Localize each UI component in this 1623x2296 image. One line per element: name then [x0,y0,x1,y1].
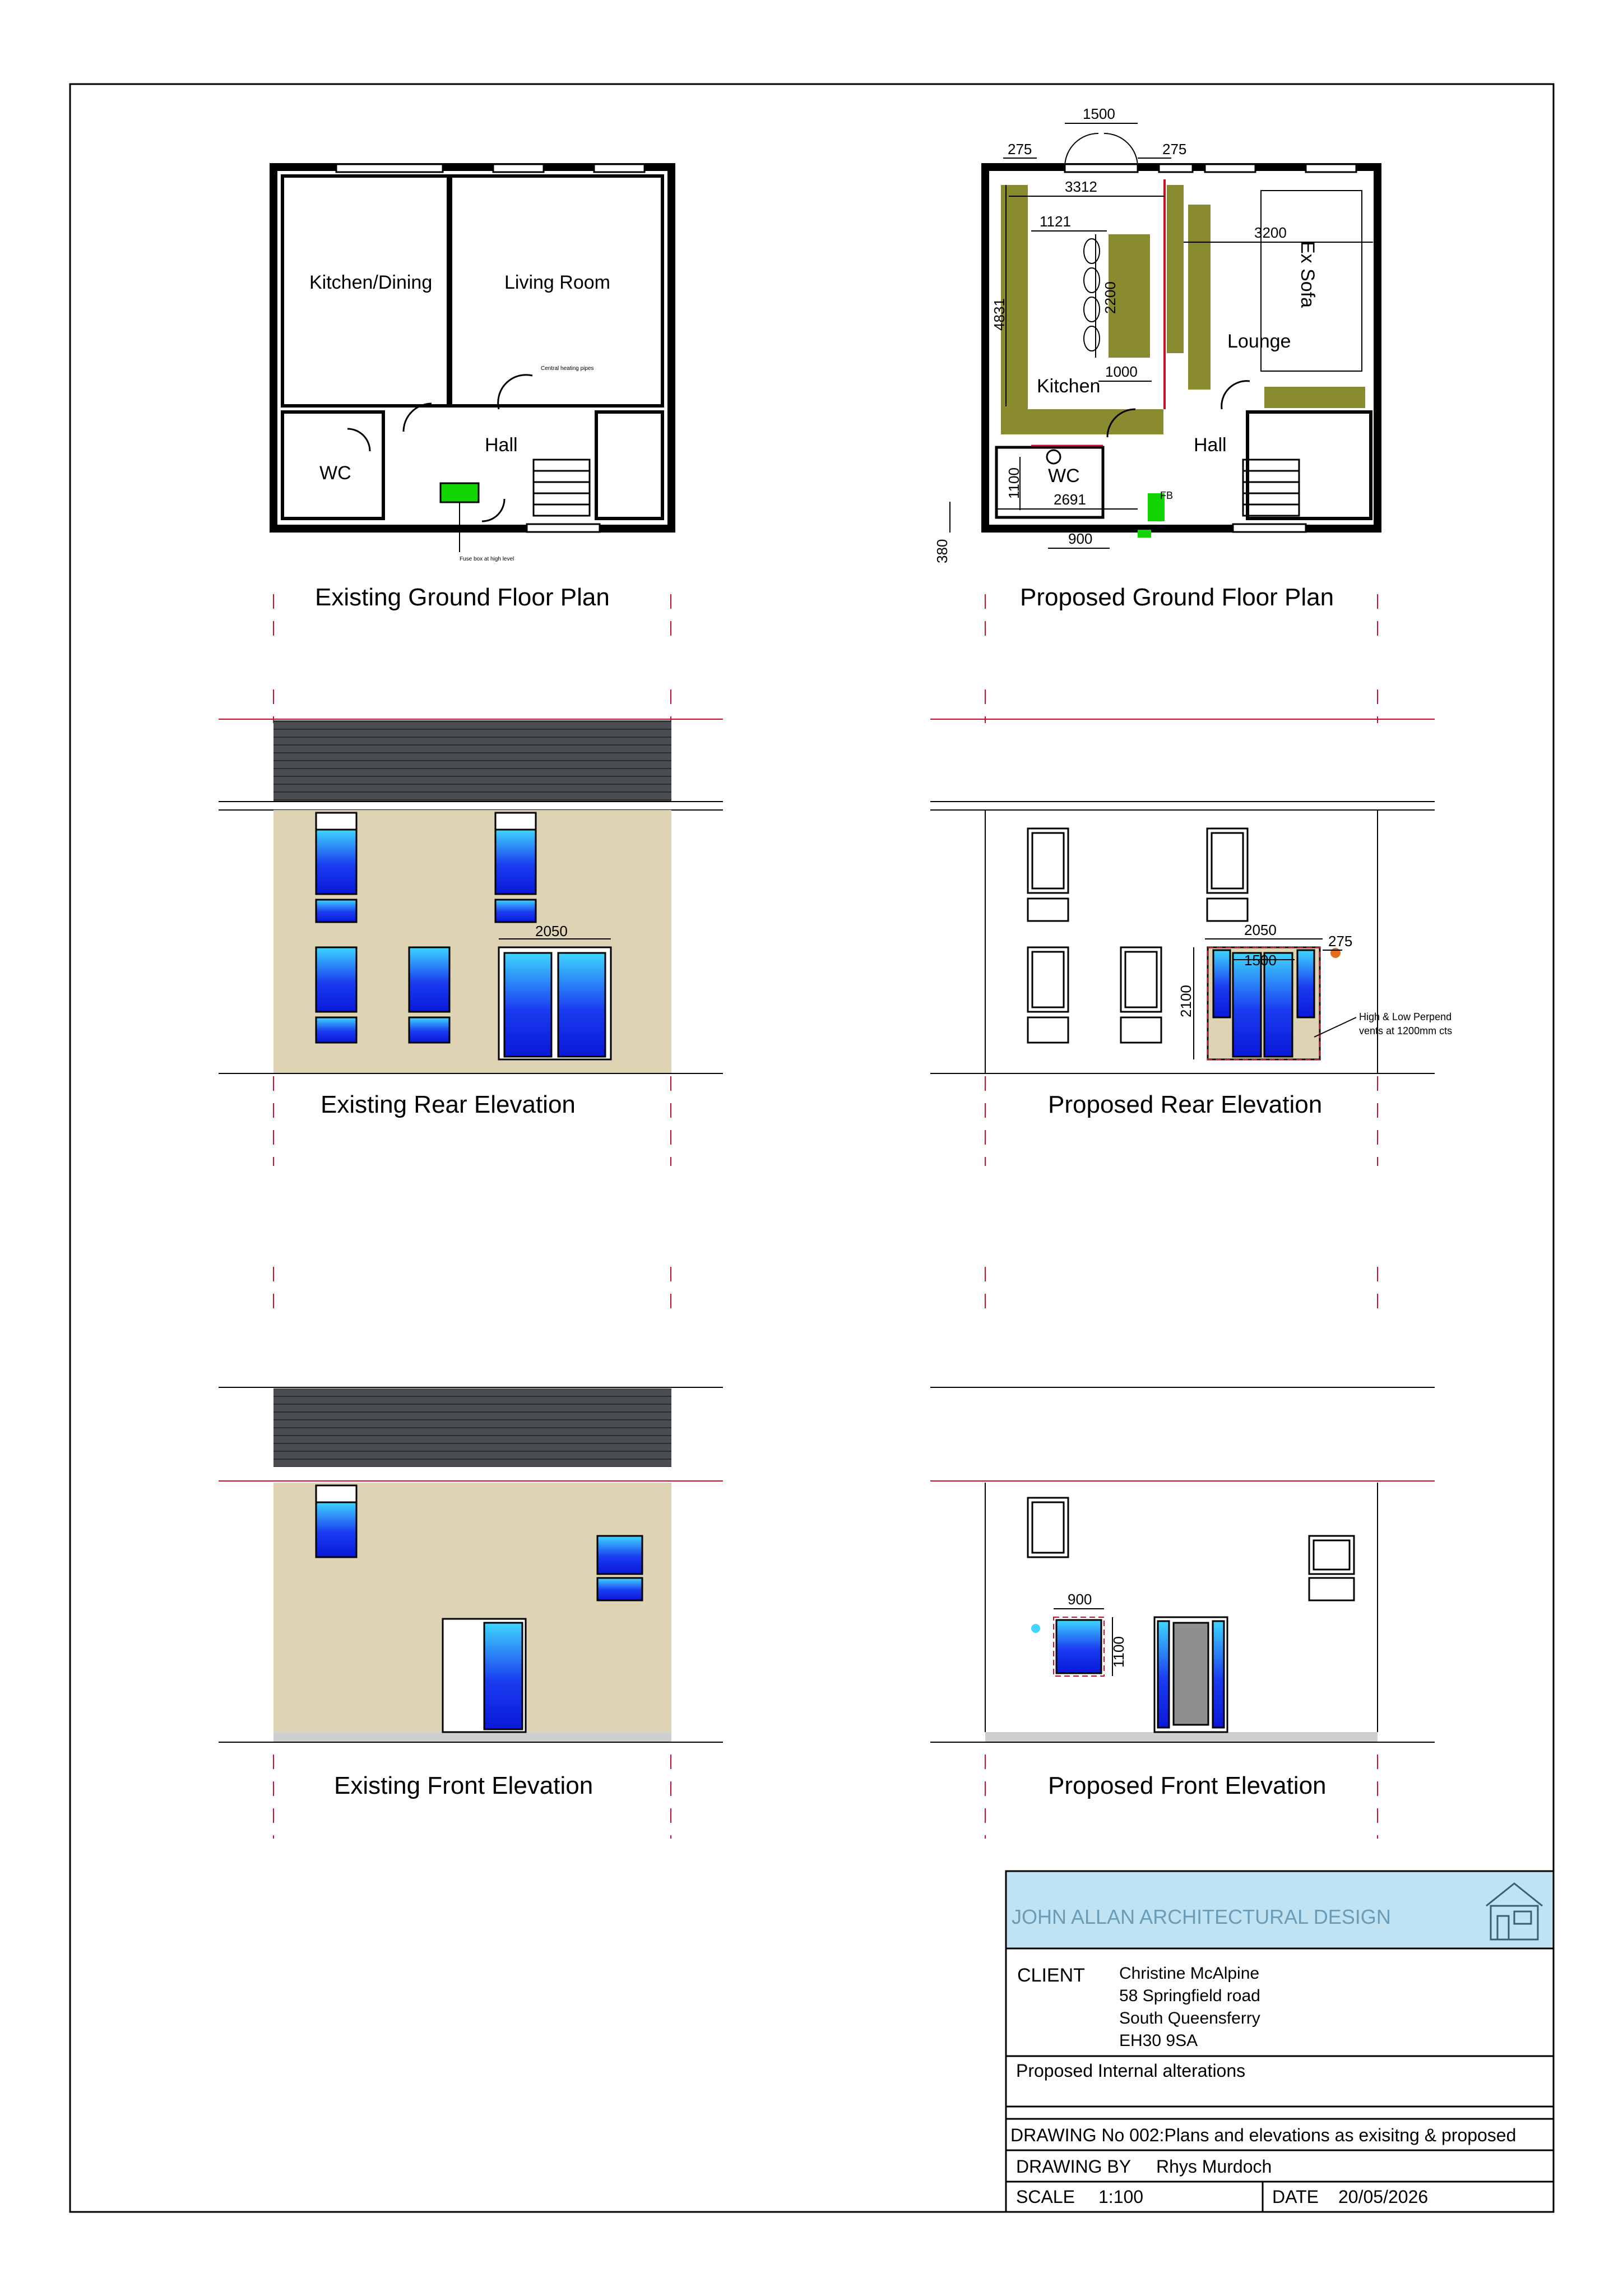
dim-2050-existing-rear: 2050 [535,923,568,939]
proposed-front-elevation: 900 1100 [930,1387,1435,1743]
client-line-2: 58 Springfield road [1119,1987,1260,2005]
proposed-ground-floor-plan: Ex Sofa FB [934,105,1381,563]
existing-ground-floor-plan: Kitchen/Dining Living Room Hall WC Centr… [270,163,675,562]
room-label-living-room: Living Room [504,272,610,293]
sheet-border [69,83,1555,2213]
room-label-wc-proposed: WC [1048,465,1080,487]
title-proposed-rear-elevation: Proposed Rear Elevation [1048,1091,1322,1118]
note-fuse-box: Fuse box at high level [460,556,514,562]
dim-3312: 3312 [1065,178,1097,195]
drawing-by-name: Rhys Murdoch [1156,2156,1272,2177]
room-label-hall: Hall [485,434,518,456]
room-label-hall-proposed: Hall [1194,434,1227,456]
title-proposed-ground-floor-plan: Proposed Ground Floor Plan [1020,584,1334,611]
dim-2100-proposed-rear: 2100 [1177,985,1194,1017]
existing-front-elevation [219,1387,723,1743]
company-logo-icon [1486,1882,1543,1941]
dim-275-left: 275 [1008,141,1032,158]
client-line-1: Christine McAlpine [1119,1964,1259,1983]
note-heating-pipes: Central heating pipes [541,365,594,372]
project-description: Proposed Internal alterations [1016,2061,1245,2081]
dim-1100-proposed-front: 1100 [1110,1636,1127,1668]
note-perpend-vents-2: vents at 1200mm cts [1359,1025,1452,1036]
date-label: DATE [1272,2187,1319,2207]
fuse-box-label: FB [1160,490,1173,501]
client-line-3: South Queensferry [1119,2009,1260,2027]
dim-1121: 1121 [1040,213,1071,230]
dim-275-right: 275 [1162,141,1186,158]
room-label-kitchen-dining: Kitchen/Dining [309,272,432,293]
dim-3200: 3200 [1254,224,1287,241]
client-label: CLIENT [1017,1965,1085,1986]
room-label-kitchen: Kitchen [1037,376,1100,397]
dim-1100: 1100 [1005,467,1022,499]
scale-value: 1:100 [1098,2187,1143,2207]
drawing-number: DRAWING No 002:Plans and elevations as e… [1010,2125,1516,2145]
client-line-4: EH30 9SA [1119,2031,1198,2050]
dim-2050-proposed-rear: 2050 [1244,922,1277,938]
dim-2691: 2691 [1054,491,1086,508]
dim-1000: 1000 [1105,363,1138,380]
existing-rear-elevation: 2050 [219,719,723,1074]
room-label-wc: WC [319,462,351,484]
title-block: JOHN ALLAN ARCHITECTURAL DESIGN CLIENT C… [1005,1870,1555,2213]
title-existing-ground-floor-plan: Existing Ground Floor Plan [315,584,610,611]
dim-275-proposed-rear: 275 [1328,933,1352,950]
dim-4831: 4831 [991,298,1008,331]
note-perpend-vents-1: High & Low Perpend [1359,1011,1452,1022]
room-label-lounge: Lounge [1227,331,1291,352]
dim-900-proposed-front: 900 [1068,1591,1092,1608]
dim-1500-proposed-rear: 1500 [1244,952,1277,969]
sofa-label: Ex Sofa [1297,241,1318,308]
section-markers [273,594,1378,1839]
title-existing-rear-elevation: Existing Rear Elevation [321,1091,576,1118]
fuse-box-symbol [439,482,480,503]
company-name: JOHN ALLAN ARCHITECTURAL DESIGN [1012,1905,1391,1928]
dim-1500: 1500 [1083,105,1115,122]
drawing-by-label: DRAWING BY [1016,2156,1131,2177]
date-value: 20/05/2026 [1338,2187,1428,2207]
title-existing-front-elevation: Existing Front Elevation [334,1772,593,1799]
title-proposed-front-elevation: Proposed Front Elevation [1048,1772,1327,1799]
dim-380: 380 [934,539,950,563]
dim-2200: 2200 [1102,281,1119,314]
dim-900: 900 [1068,530,1092,547]
scale-label: SCALE [1016,2187,1075,2207]
proposed-rear-elevation: 2050 1500 275 2100 High & Low Perpend ve… [930,719,1452,1074]
